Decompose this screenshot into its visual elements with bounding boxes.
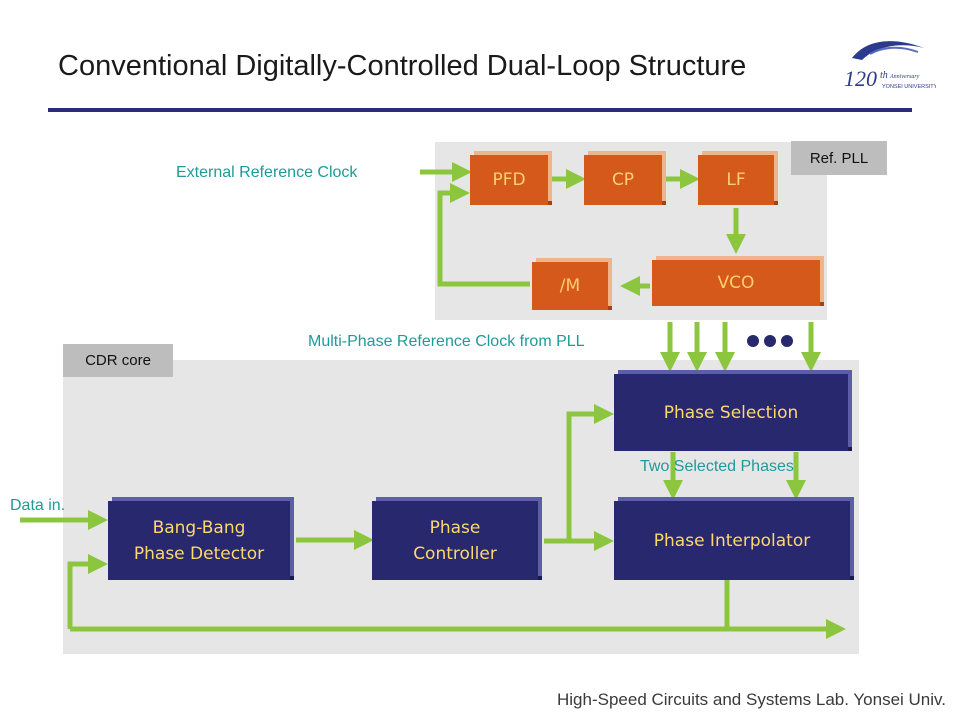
ellipsis-dot-3 <box>781 335 793 347</box>
footer-credit: High-Speed Circuits and Systems Lab. Yon… <box>557 690 946 709</box>
yonsei-logo: 120 th Anniversary YONSEI UNIVERSITY <box>840 34 936 96</box>
vco-block: VCO <box>652 260 820 306</box>
phase-interpolator-block: Phase Interpolator <box>614 501 850 580</box>
cdr-core-tag: CDR core <box>63 344 173 377</box>
svg-text:YONSEI UNIVERSITY: YONSEI UNIVERSITY <box>882 84 936 90</box>
ctrl-sel-arrow <box>566 404 614 541</box>
phase-controller-block: Phase Controller <box>372 501 538 580</box>
lf-block: LF <box>698 155 774 205</box>
page-title: Conventional Digitally-Controlled Dual-L… <box>58 50 747 82</box>
div-feedback-arrow <box>437 183 530 287</box>
ellipsis-dot-2 <box>764 335 776 347</box>
two-selected-phases-label: Two Selected Phases <box>640 458 794 475</box>
divider-block: /M <box>532 262 608 310</box>
svg-text:th: th <box>880 70 888 81</box>
pfd-block: PFD <box>470 155 548 205</box>
ellipsis-dot-1 <box>747 335 759 347</box>
cp-block: CP <box>584 155 662 205</box>
ref-pll-tag: Ref. PLL <box>791 141 887 175</box>
more-phases-dots <box>747 335 793 347</box>
external-reference-clock-label: External Reference Clock <box>176 164 358 181</box>
phase-selection-block: Phase Selection <box>614 374 848 451</box>
svg-text:120: 120 <box>844 66 877 91</box>
svg-text:Anniversary: Anniversary <box>889 74 920 80</box>
bbpd-feedback-arrow <box>67 554 108 629</box>
multi-phase-clock-label: Multi-Phase Reference Clock from PLL <box>308 333 585 350</box>
logo-graphic: 120 th Anniversary YONSEI UNIVERSITY <box>844 41 936 91</box>
bang-bang-phase-detector-block: Bang-Bang Phase Detector <box>108 501 290 580</box>
title-divider <box>48 108 912 112</box>
data-in-label: Data in. <box>10 497 66 514</box>
